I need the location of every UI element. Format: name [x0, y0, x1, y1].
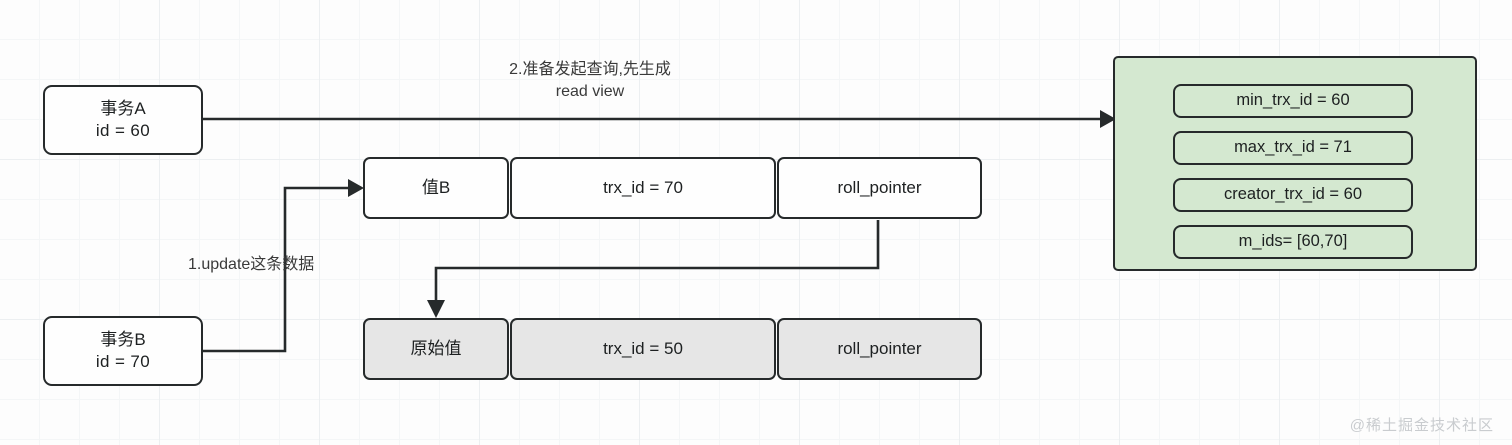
edge-label-step1: 1.update这条数据 — [188, 256, 315, 273]
edge-txn-a-to-readview — [203, 110, 1116, 128]
current-row-trxid-cell[interactable]: trx_id = 70 — [510, 157, 776, 219]
read-view-creator-trx-id[interactable]: creator_trx_id = 60 — [1173, 178, 1413, 212]
undo-row-rollpointer-cell[interactable]: roll_pointer — [777, 318, 982, 380]
transaction-a-name: 事务A — [100, 99, 146, 119]
arrowhead-undo-row — [427, 300, 445, 318]
transaction-a-id: id = 60 — [95, 121, 151, 140]
arrowhead-current-row — [348, 179, 364, 197]
current-row-rollpointer-cell[interactable]: roll_pointer — [777, 157, 982, 219]
transaction-b-name: 事务B — [100, 330, 146, 350]
read-view-min-trx-id[interactable]: min_trx_id = 60 — [1173, 84, 1413, 118]
undo-row-trxid-cell[interactable]: trx_id = 50 — [510, 318, 776, 380]
read-view-max-trx-id[interactable]: max_trx_id = 71 — [1173, 131, 1413, 165]
current-row-value-cell[interactable]: 值B — [363, 157, 509, 219]
watermark-text: @稀土掘金技术社区 — [1349, 417, 1494, 434]
transaction-b-id: id = 70 — [95, 352, 151, 371]
read-view-container[interactable]: min_trx_id = 60 max_trx_id = 71 creator_… — [1113, 56, 1477, 271]
read-view-m-ids[interactable]: m_ids= [60,70] — [1173, 225, 1413, 259]
transaction-a-node[interactable]: 事务A id = 60 — [43, 85, 203, 155]
undo-row-value-cell[interactable]: 原始值 — [363, 318, 509, 380]
transaction-b-node[interactable]: 事务B id = 70 — [43, 316, 203, 386]
edge-roll-pointer-to-undo-row — [427, 220, 880, 318]
edge-label-step2: 2.准备发起查询,先生成 read view — [509, 61, 671, 100]
